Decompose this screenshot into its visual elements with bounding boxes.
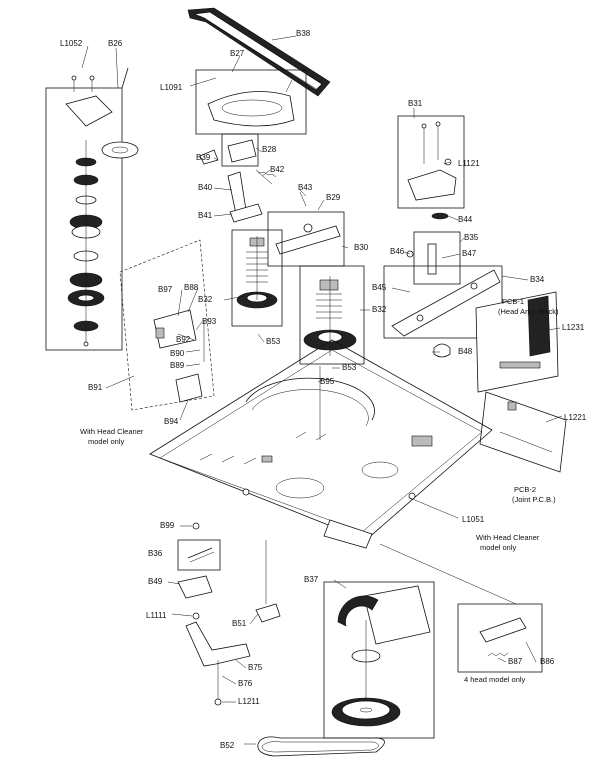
label-b90: B90: [170, 349, 185, 358]
head-cleaner-note-right-line2: model only: [480, 543, 517, 552]
label-b32-left: B32: [198, 295, 213, 304]
pcb-2-name: PCB-2: [514, 485, 536, 494]
label-l1221: L1221: [564, 413, 587, 422]
b37-capstan-assembly: [323, 581, 435, 739]
label-b41: B41: [198, 211, 213, 220]
label-l1211: L1211: [238, 697, 260, 706]
label-b48: B48: [458, 347, 473, 356]
b36-assembly: [177, 522, 221, 571]
label-b26: B26: [108, 39, 123, 48]
label-b53-right: B53: [342, 363, 357, 372]
label-b51: B51: [232, 619, 247, 628]
b30-assembly: [267, 191, 345, 267]
head-cleaner-note-left-line2: model only: [88, 437, 125, 446]
label-b88: B88: [184, 283, 199, 292]
label-b45: B45: [372, 283, 387, 292]
label-b35: B35: [464, 233, 479, 242]
four-head-box: [379, 543, 543, 673]
label-b31: B31: [408, 99, 423, 108]
label-b38: B38: [296, 29, 311, 38]
label-b53-left: B53: [266, 337, 281, 346]
label-b34: B34: [530, 275, 545, 284]
label-b94: B94: [164, 417, 179, 426]
label-l1051: L1051: [462, 515, 485, 524]
diagram-notes: PCB-1 (Head Amp Block) PCB-2 (Joint P.C.…: [80, 297, 559, 684]
label-l1052: L1052: [60, 39, 83, 48]
label-b49: B49: [148, 577, 163, 586]
b38-rail: [187, 7, 331, 97]
label-b52: B52: [220, 741, 235, 750]
head-cleaner-note-left-line1: With Head Cleaner: [80, 427, 144, 436]
b32-right-spindle: [299, 265, 365, 365]
label-b99: B99: [160, 521, 175, 530]
label-b97: B97: [158, 285, 173, 294]
label-b87: B87: [508, 657, 523, 666]
b52-belt: [257, 736, 385, 757]
label-b76: B76: [238, 679, 253, 688]
label-b30: B30: [354, 243, 369, 252]
main-chassis: [149, 339, 493, 549]
label-b28: B28: [262, 145, 277, 154]
pcb-1-description: (Head Amp Block): [498, 307, 559, 316]
four-head-note: 4 head model only: [464, 675, 526, 684]
label-b32-right: B32: [372, 305, 387, 314]
label-l1091: L1091: [160, 83, 183, 92]
label-b43: B43: [298, 183, 313, 192]
pcb-2-board: [479, 391, 567, 473]
b75-b76-linkage: [177, 575, 251, 706]
label-b27: B27: [230, 49, 245, 58]
b35-assembly: [406, 212, 461, 285]
b26-reel-assembly: [45, 67, 139, 351]
b27-b28-assembly: [195, 69, 307, 167]
pcb-1-name: PCB-1: [502, 297, 524, 306]
label-b93: B93: [202, 317, 217, 326]
label-b39: B39: [196, 153, 211, 162]
label-b40: B40: [198, 183, 213, 192]
label-l1231: L1231: [562, 323, 585, 332]
head-cleaner-note-right-line1: With Head Cleaner: [476, 533, 540, 542]
leader-lines: [81, 35, 563, 745]
b40-arm: [227, 169, 277, 223]
label-b29: B29: [326, 193, 341, 202]
label-l1121: L1121: [458, 159, 480, 168]
pcb-2-description: (Joint P.C.B.): [512, 495, 556, 504]
label-b89: B89: [170, 361, 185, 370]
label-b36: B36: [148, 549, 163, 558]
label-b86: B86: [540, 657, 555, 666]
label-b95: B95: [320, 377, 335, 386]
label-b46: B46: [390, 247, 405, 256]
label-b92: B92: [176, 335, 191, 344]
pcb-1-board: [475, 291, 559, 393]
b34-lever: [383, 265, 503, 358]
label-b37: B37: [304, 575, 319, 584]
b32-left-spindle: [231, 229, 283, 327]
label-b44: B44: [458, 215, 473, 224]
label-b42: B42: [270, 165, 285, 174]
head-cleaner-box: [119, 239, 215, 411]
label-b75: B75: [248, 663, 263, 672]
b31-assembly: [397, 115, 465, 209]
b51-lever: [255, 540, 281, 623]
label-b47: B47: [462, 249, 477, 258]
label-b91: B91: [88, 383, 103, 392]
label-l1111: L1111: [146, 611, 167, 620]
part-labels: B38 L1052 B26 B27 L1091 B31 B39 B28 L112…: [60, 29, 587, 750]
